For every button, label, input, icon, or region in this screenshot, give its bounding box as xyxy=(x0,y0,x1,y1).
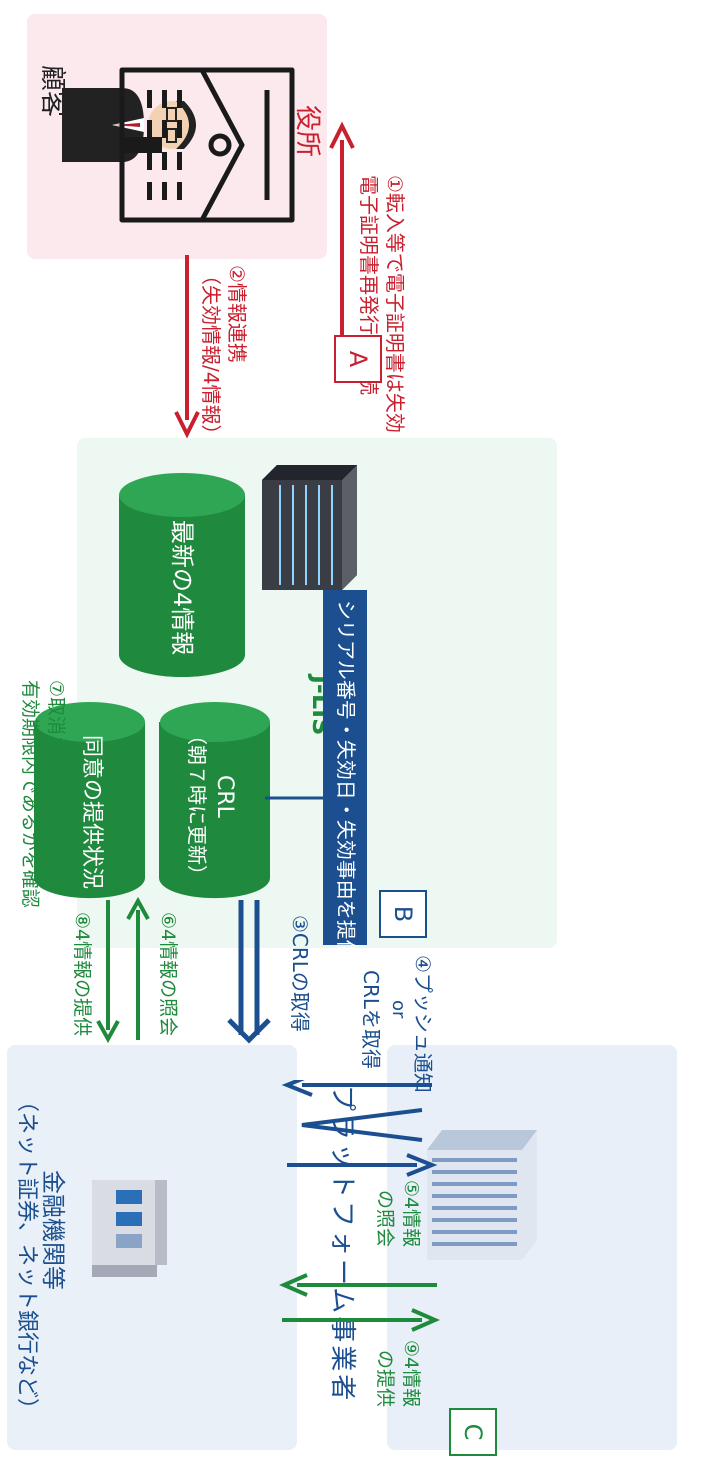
step2-text-line2: （失効情報/4情報） xyxy=(199,265,223,445)
step6-text: ⑥4情報の照会 xyxy=(157,912,179,1037)
arrow-step3 xyxy=(227,900,271,1044)
financial-sub-label: （ネット証券、ネット銀行など） xyxy=(14,1090,39,1421)
step1-text-line1: ①転入等で電子証明書は失効 xyxy=(383,175,407,433)
arrow-step4 xyxy=(281,1080,438,1177)
arrow-step9 xyxy=(282,1308,441,1332)
city-office-building-icon xyxy=(119,67,295,223)
db-crl-cylinder xyxy=(159,702,270,899)
provision-band-text: シリアル番号・失効日・失効事由を提供 xyxy=(334,600,358,960)
arrow-step5 xyxy=(278,1273,437,1297)
marker-b: B xyxy=(379,890,427,938)
step3-text: ③CRLの取得 xyxy=(288,915,312,1032)
marker-c: C xyxy=(449,1408,497,1456)
db-consent-cylinder xyxy=(34,702,145,899)
step7-text-line1: ⑦取消されていないか、 xyxy=(45,680,67,887)
city-office-label: 役所 xyxy=(292,105,322,158)
step9-text-line2: の提供 xyxy=(374,1350,396,1408)
db-latest-4info-label: 最新の4情報 xyxy=(168,520,196,656)
step8-text: ⑧4情報の提供 xyxy=(71,912,93,1037)
step7-text-line2: 有効期限内であるかを確認 xyxy=(19,680,41,908)
financial-building-icon xyxy=(92,1180,167,1277)
db-latest-4info-cylinder xyxy=(119,473,245,677)
step4-text-line2: or xyxy=(388,1000,409,1019)
step4-text-line3: CRLを取得 xyxy=(359,970,383,1070)
band-connector-line xyxy=(265,796,325,800)
financial-label: 金融機関等 xyxy=(39,1170,67,1290)
step5-text-line1: ⑤4情報 xyxy=(400,1180,422,1248)
step5-text-line2: の照会 xyxy=(374,1190,396,1248)
arrow-step6 xyxy=(126,896,150,1040)
platform-building-icon xyxy=(427,1130,537,1260)
arrow-step1 xyxy=(329,121,355,345)
marker-a: A xyxy=(334,335,382,383)
arrow-step2 xyxy=(174,255,200,439)
arrow-step8 xyxy=(96,900,120,1044)
db-crl-label-line2: （朝７時に更新） xyxy=(185,725,209,885)
db-consent-label: 同意の提供状況 xyxy=(79,735,104,890)
step4-text-line1: ④プッシュ通知 xyxy=(411,955,435,1093)
db-crl-label-line1: CRL xyxy=(212,775,237,818)
server-rack-icon xyxy=(262,465,357,590)
step2-text-line1: ②情報連携 xyxy=(225,265,249,363)
step9-text-line1: ⑨4情報 xyxy=(400,1340,422,1408)
